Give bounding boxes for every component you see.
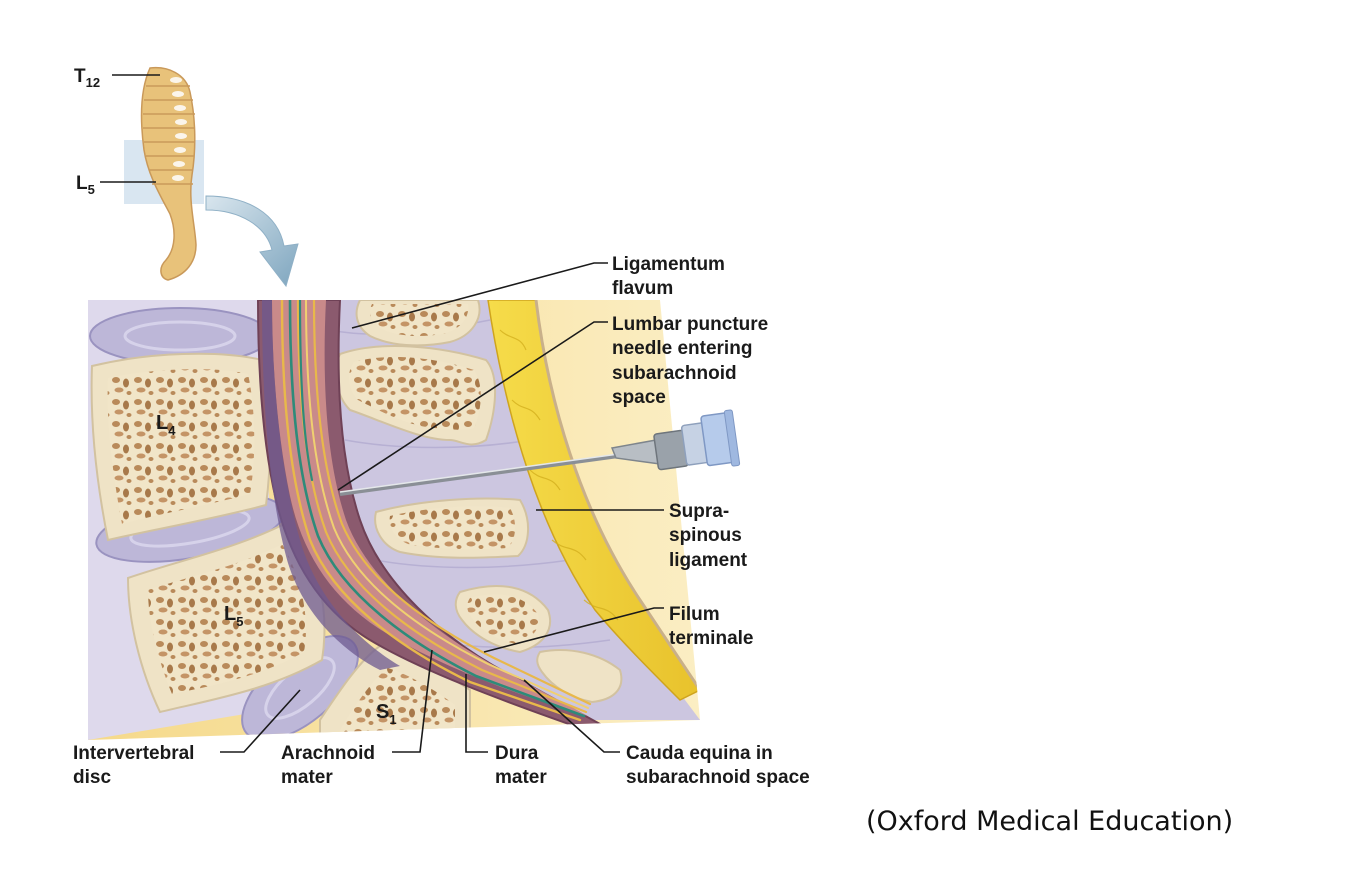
zoom-arrow: [205, 195, 299, 288]
spinous-process-5: [536, 649, 623, 704]
spine-overview: T12 L5: [74, 66, 204, 281]
filum-terminale-label: Filum terminale: [669, 604, 753, 649]
sagittal-section: [88, 300, 700, 740]
vertebra-lines: [143, 85, 195, 185]
s1-label: S1: [376, 701, 397, 727]
intervertebral-disc-label: Intervertebral disc: [73, 743, 200, 788]
ligamentum-flavum-leader: [351, 262, 608, 329]
lumbar-puncture-needle: [339, 409, 741, 496]
l5-label: L5: [224, 603, 243, 629]
source-credit: (Oxford Medical Education): [866, 806, 1234, 837]
dura-mater-label: Dura mater: [495, 743, 547, 788]
intervertebral-disc-leader: [220, 689, 301, 753]
vertebra-highlights: [170, 77, 187, 181]
l5-marker-label: L5: [76, 173, 95, 197]
leader-lines: [220, 262, 664, 753]
cauda-equina-label: Cauda equina in subarachnoid space: [626, 743, 810, 788]
cauda-equina: [280, 300, 592, 722]
ligamentum-flavum-label: Ligamentum flavum: [612, 254, 730, 299]
filum-terminale-leader: [483, 607, 664, 653]
arachnoid-mater-label: Arachnoid mater: [281, 743, 380, 788]
dura-mater-leader: [465, 674, 488, 753]
lumbar-needle-label: Lumbar puncture needle entering subarach…: [612, 314, 774, 408]
cauda-equina-leader: [523, 679, 620, 753]
l4-label: L4: [156, 412, 176, 438]
arachnoid-mater-leader: [392, 649, 433, 753]
needle-leader: [337, 321, 608, 491]
t12-label: T12: [74, 66, 100, 90]
supraspinous-label: Supra- spinous ligament: [669, 501, 748, 571]
